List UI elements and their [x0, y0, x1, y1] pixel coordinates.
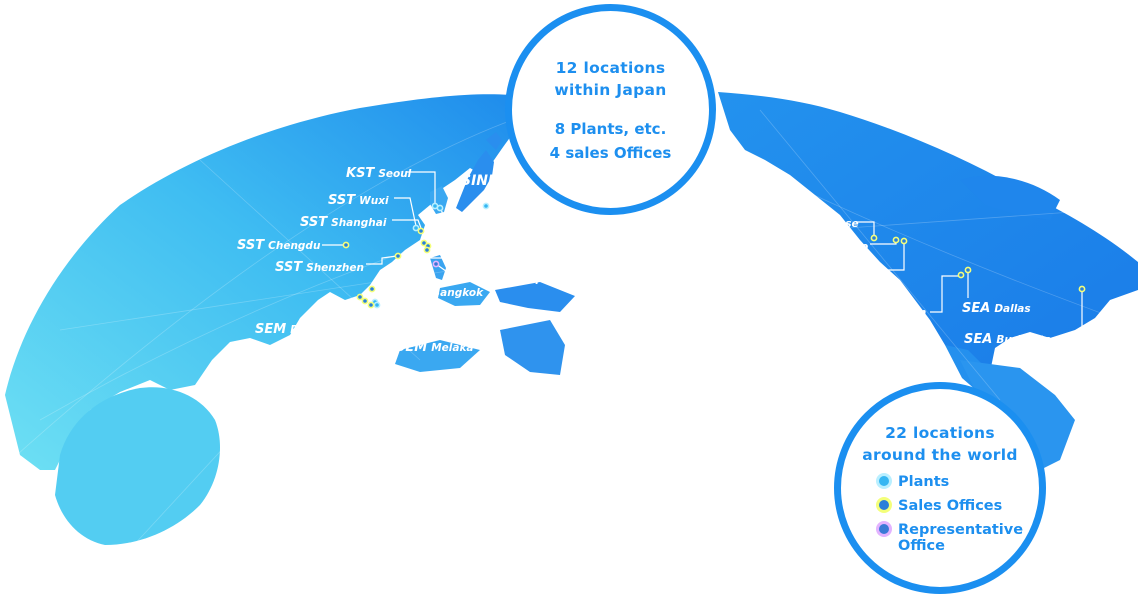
australia-landmass [55, 387, 220, 545]
japan-island [456, 150, 494, 212]
new-guinea-island [500, 320, 565, 375]
marker-manila-rep [432, 260, 440, 268]
marker-sea-austin [957, 271, 965, 279]
philippines-island [430, 255, 446, 280]
marker-sea-phoenix [900, 237, 908, 245]
marker-sea-san-jose [870, 234, 878, 242]
marker-sem-melaka [373, 301, 381, 309]
eurasia-landmass [5, 94, 512, 471]
japan-island-north [486, 132, 502, 150]
label-sinko: SINKO [461, 173, 510, 189]
marker-sem-shah-alam [361, 297, 369, 305]
japan-callout-line1: 12 locations [555, 59, 666, 77]
japan-callout-line4: 4 sales Offices [549, 144, 672, 162]
north-america-landmass [718, 92, 1138, 372]
marker-tse-hsinchu [423, 246, 431, 254]
greenland-landmass [960, 175, 1060, 220]
marker-ksm-suncheon [436, 204, 444, 212]
marker-sst-shanghai [417, 227, 425, 235]
world-locations-callout: 22 locations around the world Plants Sal… [834, 382, 1046, 594]
plant-dot-icon [879, 476, 889, 486]
marker-sinko [482, 202, 490, 210]
marker-smt-bangkok [368, 285, 376, 293]
indonesia-island-1 [438, 282, 490, 306]
marker-sst-wuxi [412, 224, 420, 232]
location-markers [342, 202, 1086, 309]
marker-sem-penang [356, 293, 364, 301]
japan-callout-line2: within Japan [554, 81, 667, 99]
network-lines [0, 109, 1121, 561]
marker-sst-chengdu [342, 241, 350, 249]
world-callout-line2: around the world [862, 446, 1018, 464]
marker-sea-dallas [964, 266, 972, 274]
japan-callout-line3: 8 Plants, etc. [554, 120, 667, 138]
japan-locations-callout: 12 locations within Japan 8 Plants, etc.… [505, 4, 716, 215]
marker-sea-san-diego [892, 236, 900, 244]
indonesia-island-3 [395, 340, 480, 372]
indonesia-island-2 [495, 282, 575, 312]
legend-item-plants: Plants [879, 474, 1023, 490]
legend-item-sales-offices: Sales Offices [879, 498, 1023, 514]
marker-sea-burlington [1078, 285, 1086, 293]
marker-sst-shenzhen [394, 252, 402, 260]
world-callout-line1: 22 locations [885, 424, 995, 442]
label-manila-rep: Manila Rep. [478, 273, 548, 285]
marker-ses-singapore [367, 301, 375, 309]
sales-office-dot-icon [879, 500, 889, 510]
representative-office-dot-icon [879, 524, 889, 534]
